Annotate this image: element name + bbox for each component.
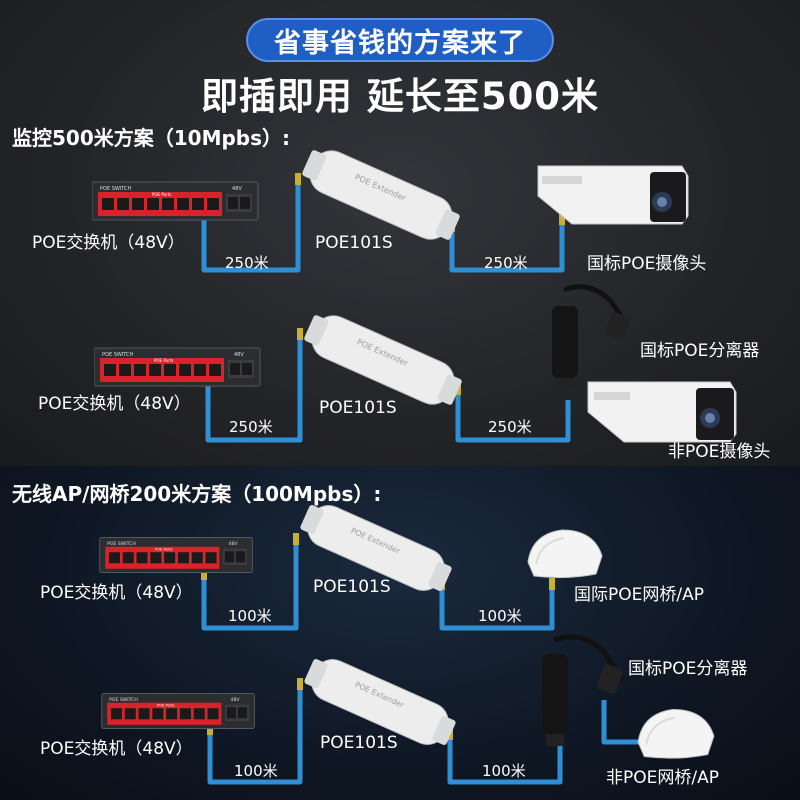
non-poe-camera xyxy=(587,381,737,443)
poe-splitter xyxy=(542,634,625,746)
cable-r2b xyxy=(455,395,571,443)
extender-label: POE101S xyxy=(319,398,397,418)
switch-label: POE交换机（48V） xyxy=(40,583,193,603)
switch-ports-text: POE Ports xyxy=(152,192,171,197)
switch-label: POE交换机（48V） xyxy=(40,739,193,759)
switch-label: POE交换机（48V） xyxy=(32,233,185,253)
distance-label: 100米 xyxy=(234,762,278,780)
poe-extender: POE Extender xyxy=(304,659,456,745)
switch-power-text: 48V xyxy=(231,697,241,703)
splitter-label: 国标POE分离器 xyxy=(628,659,748,679)
switch-brand-text: POE SWITCH xyxy=(109,697,138,703)
switch-brand-text: POE SWITCH xyxy=(102,352,134,358)
section-title-wireless: 无线AP/网桥200米方案（100Mpbs）: xyxy=(12,482,382,506)
cable-r4a xyxy=(207,690,303,785)
headline: 即插即用 延长至500米 xyxy=(200,75,600,118)
distance-label: 250米 xyxy=(484,254,528,272)
distance-label: 250米 xyxy=(229,418,273,436)
poe-extender: POE Extender xyxy=(302,150,460,240)
poe-splitter xyxy=(552,284,631,388)
camera-label: 非POE摄像头 xyxy=(668,442,771,462)
distance-label: 100米 xyxy=(482,762,526,780)
extender-label: POE101S xyxy=(315,233,393,253)
switch-power-text: 48V xyxy=(229,541,239,547)
switch-ports-text: POE Ports xyxy=(155,547,173,551)
distance-label: 250米 xyxy=(225,254,269,272)
switch-power-text: 48V xyxy=(232,186,242,192)
distance-label: 100米 xyxy=(228,607,272,625)
extender-label: POE101S xyxy=(313,577,391,597)
poe-switch: POE SWITCH POE Ports 48V xyxy=(94,347,261,387)
switch-label: POE交换机（48V） xyxy=(38,394,191,414)
splitter-label: 国标POE分离器 xyxy=(640,341,760,361)
switch-ports-text: POE Ports xyxy=(154,358,173,363)
cable-r1a xyxy=(201,185,301,273)
poe-access-point xyxy=(527,529,603,579)
ap-label: 国际POE网桥/AP xyxy=(574,585,704,605)
cable-r4b xyxy=(447,740,563,785)
distance-label: 100米 xyxy=(478,607,522,625)
poe-extender: POE Extender xyxy=(300,505,452,591)
extender-label: POE101S xyxy=(320,733,398,753)
cable-r2a xyxy=(205,340,303,443)
cable-r3b xyxy=(439,590,555,631)
banner: 省事省钱的方案来了 xyxy=(246,18,554,62)
distance-label: 250米 xyxy=(488,418,532,436)
cable-r1b xyxy=(449,225,565,273)
poe-extender: POE Extender xyxy=(304,315,462,405)
switch-ports-text: POE Ports xyxy=(157,703,175,707)
section-title-surveillance: 监控500米方案（10Mpbs）: xyxy=(12,126,291,150)
poe-switch: POE SWITCH POE Ports 48V xyxy=(99,537,253,573)
switch-brand-text: POE SWITCH xyxy=(100,186,132,192)
poe-camera xyxy=(537,165,689,225)
ap-label: 非POE网桥/AP xyxy=(606,768,719,788)
cable-r3a xyxy=(201,545,299,631)
camera-label: 国标POE摄像头 xyxy=(587,254,707,274)
poe-switch: POE SWITCH POE Ports 48V xyxy=(101,693,255,729)
switch-power-text: 48V xyxy=(234,352,244,358)
switch-brand-text: POE SWITCH xyxy=(107,541,136,547)
non-poe-access-point xyxy=(637,708,715,759)
poe-switch: POE SWITCH POE Ports 48V xyxy=(92,181,259,221)
